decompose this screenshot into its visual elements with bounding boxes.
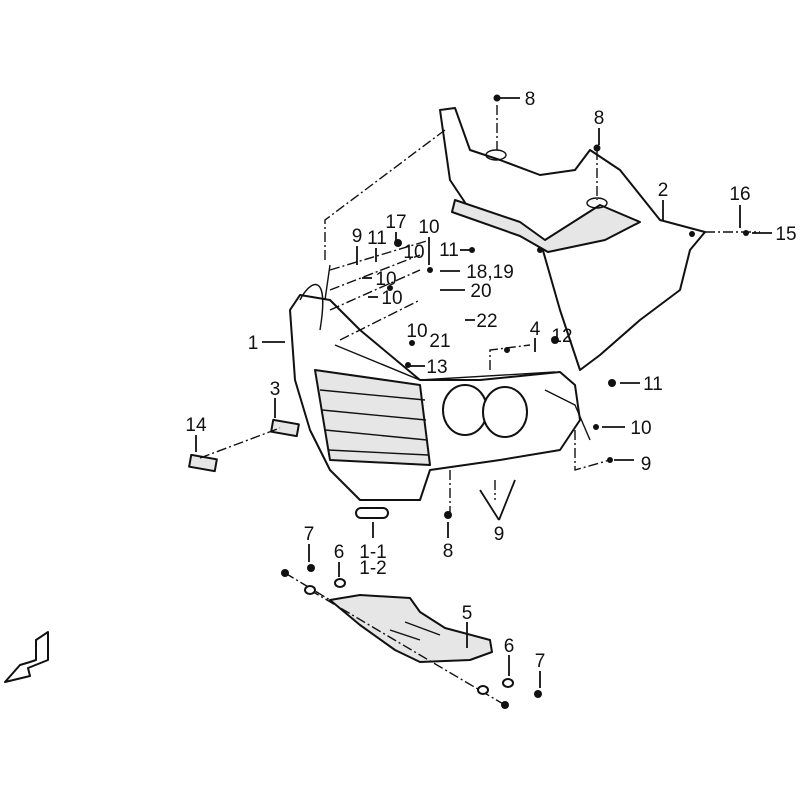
callout-10: 10 xyxy=(375,269,396,290)
callout-13: 13 xyxy=(426,357,447,378)
callout-22: 22 xyxy=(476,311,497,332)
callout-15: 15 xyxy=(775,224,796,245)
callout-18-19: 18,19 xyxy=(466,262,514,283)
fasteners xyxy=(281,94,749,709)
callout-12: 12 xyxy=(551,326,572,347)
callout-4: 4 xyxy=(530,319,541,340)
callout-6: 6 xyxy=(504,636,515,657)
skid-plate-part-5 xyxy=(329,594,493,663)
callout-2: 2 xyxy=(658,180,669,201)
callout-8: 8 xyxy=(443,541,454,562)
callout-10: 10 xyxy=(381,288,402,309)
callout-21: 21 xyxy=(429,331,450,352)
callout-5: 5 xyxy=(462,603,473,624)
callout-8: 8 xyxy=(525,89,536,110)
callout-1-1: 1-1 xyxy=(359,542,386,563)
callout-7: 7 xyxy=(535,651,546,672)
callout-8: 8 xyxy=(594,108,605,129)
callout-1-2: 1-2 xyxy=(359,558,386,579)
callout-leaders xyxy=(195,97,772,688)
callout-9: 9 xyxy=(352,226,363,247)
front-fender-part-2 xyxy=(439,107,706,371)
callout-10: 10 xyxy=(403,242,424,263)
callout-14: 14 xyxy=(185,415,207,436)
callout-11: 11 xyxy=(643,374,663,395)
callout-7: 7 xyxy=(304,524,315,545)
callout-labels: 8 8 2 16 15 17 9 11 10 10 11 18,19 10 20… xyxy=(185,89,796,672)
callout-16: 16 xyxy=(729,184,750,205)
callout-10: 10 xyxy=(630,418,651,439)
emblem-part-3 xyxy=(270,418,300,438)
callout-20: 20 xyxy=(470,281,491,302)
callout-11: 11 xyxy=(439,240,459,261)
callout-10: 10 xyxy=(418,217,439,238)
front-bumper-part-1 xyxy=(289,264,591,501)
callout-17: 17 xyxy=(385,212,406,233)
callout-10: 10 xyxy=(406,321,427,342)
front-direction-arrow-icon xyxy=(4,631,49,683)
callout-6: 6 xyxy=(334,542,345,563)
callout-9: 9 xyxy=(494,524,505,545)
callout-1: 1 xyxy=(248,333,259,354)
callout-9: 9 xyxy=(641,454,652,475)
assembly-guide-lines xyxy=(199,105,760,706)
callout-3: 3 xyxy=(270,379,281,400)
callout-11: 11 xyxy=(367,228,387,249)
reflector-part-1-1 xyxy=(355,507,389,519)
